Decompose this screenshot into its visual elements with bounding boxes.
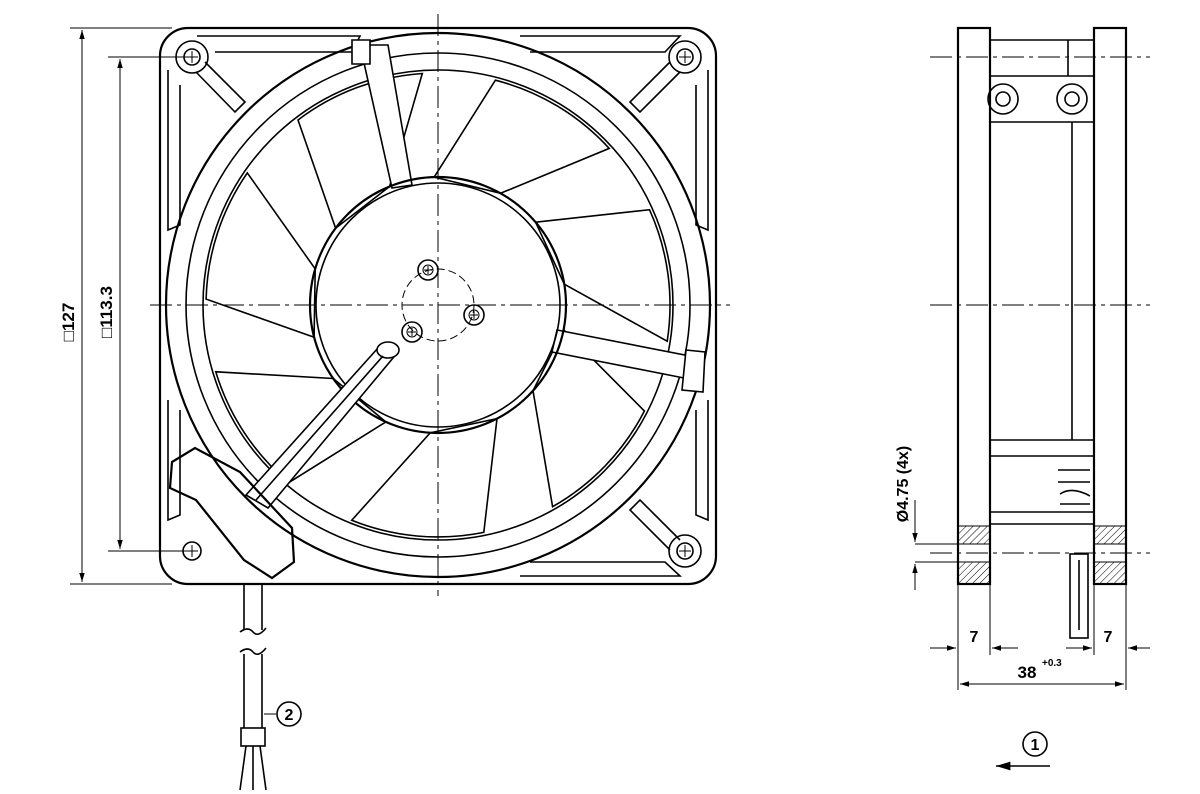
front-view: □127 □113.3 2 [59,14,730,791]
dimension-hole-spacing-label: □113.3 [97,286,116,338]
side-view: Ø4.75 (4x) 7 7 38 +0.3 1 [895,26,1150,771]
dimension-hole-diameter: Ø4.75 (4x) [895,446,958,590]
dimension-depth-tolerance: +0.3 [1042,658,1062,669]
dimension-flange-right: 7 [1066,584,1150,690]
fan-blade [532,328,646,508]
dimension-flange-left-label: 7 [970,629,979,646]
dimension-hole-diameter-label: Ø4.75 (4x) [895,446,912,522]
cable [239,585,267,791]
mounting-hole-bottom-right [668,534,702,568]
dimension-depth: 38 +0.3 [960,658,1124,687]
dimension-depth-label: 38 [1018,663,1037,682]
hub-screw-top [417,259,439,281]
dimension-hole-spacing: □113.3 [97,56,192,552]
fan-blade [432,79,611,195]
side-hole-section [930,525,1150,585]
frame-struts [167,35,709,577]
cable-spoke [244,341,400,510]
cable-callout: 2 [264,701,302,727]
side-body [990,39,1094,639]
cable-strain-relief [168,446,296,580]
fan-blade [534,208,671,343]
dimension-flange-left: 7 [930,584,1018,690]
cable-callout-number: 2 [285,707,294,724]
side-left-flange [956,26,992,586]
hub-screws [401,259,485,343]
airflow-callout-number: 1 [1031,737,1040,754]
fan-blade [350,417,498,538]
side-right-flange [1092,26,1128,586]
frame-spokes [351,39,706,393]
dimension-flange-right-label: 7 [1104,629,1113,646]
dimension-outer-label: □127 [59,303,78,342]
fan-blade [205,171,317,339]
side-rubber-grommets [987,83,1088,115]
mounting-hole-top-right [668,40,702,74]
mounting-holes [175,40,702,568]
dimension-outer: □127 [59,27,172,585]
airflow-callout: 1 [996,731,1050,771]
hub-screw-left [401,321,423,343]
